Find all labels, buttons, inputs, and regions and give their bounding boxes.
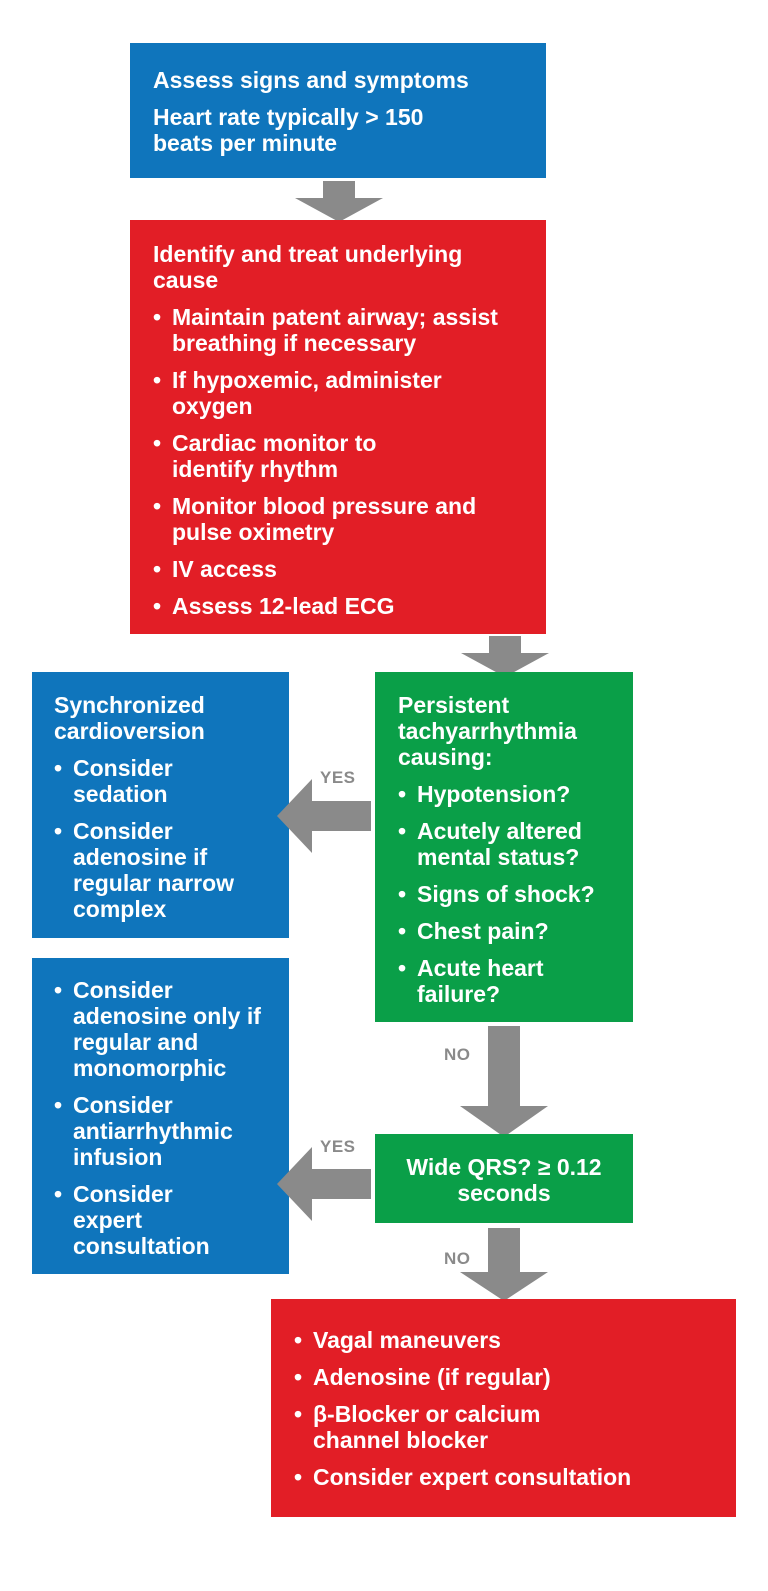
yes-label-2: YES [320,1137,356,1156]
wide-qrs-box: Wide QRS? ≥ 0.12 seconds [375,1134,633,1223]
assess-box: Assess signs and symptoms Heart rate typ… [130,43,546,178]
persistent-item-mental-status: Acutely altered mental status? [398,818,619,870]
identify-title: Identify and treat underlying cause [153,241,463,293]
identify-cause-box: Identify and treat underlying cause Main… [130,220,546,634]
no-label-1: NO [444,1045,471,1064]
persistent-item-chest-pain: Chest pain? [398,918,619,944]
identify-item-airway: Maintain patent airway; assist breathing… [153,304,524,356]
narrow-item-adenosine: Adenosine (if regular) [294,1364,722,1390]
narrow-item-expert: Consider expert consultation [294,1464,722,1490]
down-arrow-4 [460,1228,548,1301]
wide-item-expert: Consider expert consultation [54,1181,279,1259]
cardioversion-box: Synchronized cardioversion Consider seda… [32,672,289,938]
persistent-list: Hypotension? Acutely altered mental stat… [398,781,619,1007]
wide-item-adenosine: Consider adenosine only if regular and m… [54,977,279,1081]
identify-list: Maintain patent airway; assist breathing… [153,304,524,619]
no-label-2: NO [444,1249,471,1268]
cardioversion-list: Consider sedation Consider adenosine if … [54,755,279,922]
identify-item-bp: Monitor blood pressure and pulse oximetr… [153,493,524,545]
persistent-tachyarrhythmia-box: Persistent tachyarrhythmia causing: Hypo… [375,672,633,1022]
persistent-item-heart-failure: Acute heart failure? [398,955,619,1007]
persistent-item-hypotension: Hypotension? [398,781,619,807]
narrow-qrs-actions-box: Vagal maneuvers Adenosine (if regular) β… [271,1299,736,1517]
persistent-item-shock: Signs of shock? [398,881,619,907]
cardioversion-item-adenosine: Consider adenosine if regular narrow com… [54,818,279,922]
left-arrow-2 [277,1147,371,1221]
wide-qrs-actions-box: Consider adenosine only if regular and m… [32,958,289,1274]
identify-item-oxygen: If hypoxemic, administer oxygen [153,367,524,419]
narrow-item-vagal: Vagal maneuvers [294,1327,722,1353]
identify-item-monitor: Cardiac monitor to identify rhythm [153,430,524,482]
persistent-title: Persistent tachyarrhythmia causing: [398,692,577,770]
identify-item-iv: IV access [153,556,524,582]
wide-qrs-actions-list: Consider adenosine only if regular and m… [54,977,279,1259]
down-arrow-3 [460,1026,548,1137]
cardioversion-title: Synchronized cardioversion [54,692,205,744]
cardioversion-item-sedation: Consider sedation [54,755,279,807]
narrow-item-blocker: β-Blocker or calcium channel blocker [294,1401,722,1453]
left-arrow-1 [277,779,371,853]
narrow-qrs-actions-list: Vagal maneuvers Adenosine (if regular) β… [294,1327,722,1490]
identify-item-ecg: Assess 12-lead ECG [153,593,524,619]
wide-item-antiarrhythmic: Consider antiarrhythmic infusion [54,1092,279,1170]
down-arrow-1 [295,181,383,222]
wide-qrs-text: Wide QRS? ≥ 0.12 seconds [406,1154,602,1206]
yes-label-1: YES [320,768,356,787]
assess-title: Assess signs and symptoms [153,67,469,93]
heart-rate-text: Heart rate typically > 150 beats per min… [153,104,424,156]
down-arrow-2 [461,636,549,677]
